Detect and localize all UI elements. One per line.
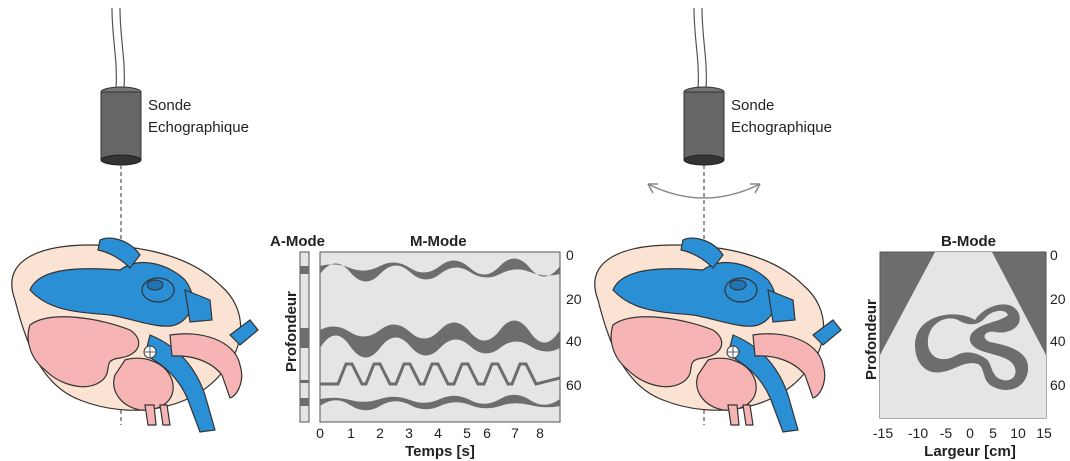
m-mode-x-tick: 8 <box>536 425 544 441</box>
left-probe-label-1: Sonde <box>148 97 191 114</box>
m-mode-x-tick: 2 <box>376 425 384 441</box>
a-mode-panel: A-Mode Profondeur <box>270 233 325 423</box>
b-mode-x-tick: -10 <box>908 425 928 441</box>
m-mode-y-ticks: 0 20 40 60 <box>566 247 582 393</box>
m-mode-panel: M-Mode 0 1 2 3 4 5 6 7 8 Temps [s] 0 20 … <box>316 233 582 460</box>
m-mode-valve-trace <box>320 362 561 386</box>
b-mode-x-tick: 0 <box>966 425 974 441</box>
b-mode-x-tick: 5 <box>989 425 997 441</box>
b-mode-title: B-Mode <box>941 233 996 250</box>
m-mode-xlabel: Temps [s] <box>405 443 475 460</box>
m-mode-title: M-Mode <box>410 233 467 250</box>
probe-body <box>100 91 142 161</box>
m-mode-y-tick: 40 <box>566 333 582 349</box>
b-mode-x-tick: -5 <box>940 425 953 441</box>
right-heart-illustration <box>594 237 842 433</box>
b-mode-x-tick: -15 <box>873 425 893 441</box>
probe-cable <box>111 7 117 91</box>
left-heart-illustration <box>11 237 259 433</box>
m-mode-x-tick: 0 <box>316 425 324 441</box>
b-mode-x-tick: 15 <box>1036 425 1052 441</box>
m-mode-y-tick: 60 <box>566 377 582 393</box>
m-mode-x-tick: 4 <box>434 425 442 441</box>
m-mode-x-tick: 7 <box>511 425 519 441</box>
b-mode-x-ticks: -15 -10 -5 0 5 10 15 <box>873 425 1052 441</box>
b-mode-xlabel: Largeur [cm] <box>924 443 1016 460</box>
right-probe-label-1: Sonde <box>731 97 774 114</box>
probe-cable <box>693 7 699 91</box>
right-probe: Sonde Echographique <box>683 7 832 166</box>
b-mode-ylabel: Profondeur <box>863 299 880 380</box>
m-mode-echo-bottom <box>320 394 560 411</box>
m-mode-x-tick: 3 <box>405 425 413 441</box>
m-mode-x-tick: 6 <box>483 425 491 441</box>
a-mode-title: A-Mode <box>270 233 325 250</box>
probe-body <box>683 91 725 161</box>
a-mode-ylabel: Profondeur <box>283 291 300 372</box>
b-mode-panel: B-Mode Profondeur -15 -10 -5 0 5 10 15 L… <box>863 233 1066 460</box>
b-mode-y-tick: 20 <box>1050 291 1066 307</box>
m-mode-x-tick: 1 <box>347 425 355 441</box>
m-mode-echo-middle <box>320 320 560 358</box>
m-mode-y-tick: 20 <box>566 291 582 307</box>
b-mode-y-tick: 60 <box>1050 377 1066 393</box>
b-mode-heart-echo <box>915 304 1029 390</box>
b-mode-sector <box>880 252 1046 418</box>
b-mode-y-tick: 0 <box>1050 247 1058 263</box>
sweep-arrow-icon <box>647 183 761 199</box>
b-mode-y-tick: 40 <box>1050 333 1066 349</box>
m-mode-y-tick: 0 <box>566 247 574 263</box>
b-mode-y-ticks: 0 20 40 60 <box>1050 247 1066 393</box>
m-mode-echo-top <box>320 258 560 282</box>
m-mode-x-ticks: 0 1 2 3 4 5 6 7 8 <box>316 425 544 441</box>
right-probe-label-2: Echographique <box>731 119 832 136</box>
left-probe-label-2: Echographique <box>148 119 249 136</box>
left-probe: Sonde Echographique <box>100 7 249 166</box>
b-mode-x-tick: 10 <box>1010 425 1026 441</box>
m-mode-x-tick: 5 <box>463 425 471 441</box>
